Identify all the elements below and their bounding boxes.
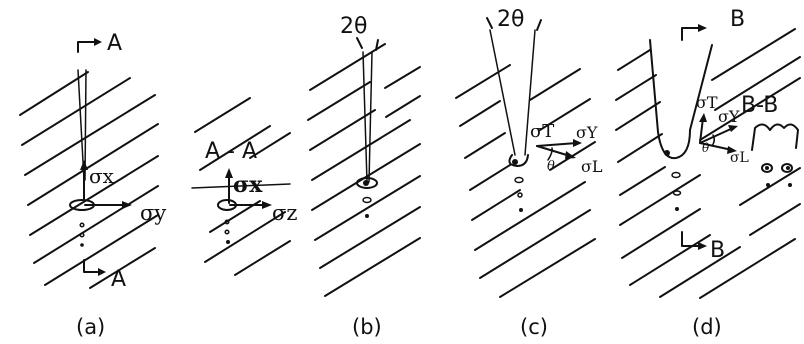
panel-a-section-void — [224, 229, 230, 235]
panel-a-sigma-x-arrowhead — [80, 160, 88, 170]
panel-a-section-arrow-top — [94, 38, 102, 46]
panel-c-theta-arc — [547, 147, 553, 161]
panel-d-section-void-right — [781, 163, 793, 173]
panel-d-section-void-dot — [786, 166, 790, 170]
panel-c-crack-tip-dot — [512, 159, 518, 165]
panel-d-section-arrow-top — [698, 24, 707, 32]
panel-a-section-void — [226, 240, 230, 244]
panel-d-caption: (d) — [692, 315, 722, 339]
panel-d-section-mark-bottom — [681, 231, 701, 247]
panel-b-caption: (b) — [352, 315, 382, 339]
panel-c-theta-label: θ — [547, 159, 555, 174]
panel-d-sigma-l-arrowhead — [727, 146, 737, 154]
panel-d-section-void-dot — [765, 166, 769, 170]
panel-d: B B σT σY σL θ B-B (d) — [615, 7, 801, 339]
panel-d-sigma-y-arrowhead — [728, 125, 738, 132]
panel-a-crack — [77, 69, 87, 181]
panel-a-section-line — [191, 183, 291, 189]
panel-c-sigma-l-label: σL — [581, 157, 603, 176]
panel-b-angle-label: 2θ — [340, 14, 367, 39]
panel-a-section-label-top: A — [107, 31, 122, 56]
panel-a-section-sigma-x-arrowhead — [225, 168, 233, 178]
panel-b-crack-tip — [356, 177, 378, 189]
panel-c-void — [519, 208, 523, 212]
panel-a-section-arrow-bottom — [98, 268, 106, 276]
panel-a-section-mark-top — [77, 41, 97, 53]
panel-d-sigma-t-arrow — [699, 117, 704, 144]
panel-c-angle-mark-right — [536, 19, 542, 31]
panel-d-blunted-crack — [649, 39, 713, 160]
panel-a-caption: (a) — [76, 315, 105, 339]
panel-a-section-title: A - A — [205, 139, 257, 164]
panel-c-sigma-y-arrow — [536, 142, 578, 147]
panel-a-sigma-y-label: σy — [140, 201, 166, 225]
panel-d-section-view: B-B — [741, 93, 799, 187]
panel-c-sigma-y-arrowhead — [573, 139, 582, 147]
panel-b-crack — [362, 51, 373, 183]
panel-a-sigma-x-label: σx — [89, 164, 115, 188]
panel-b-angle-mark-left — [356, 37, 363, 49]
panel-d-sigma-y-arrow — [699, 127, 734, 144]
panel-d-sigma-l-label: σL — [730, 150, 749, 166]
panel-d-void — [671, 171, 681, 179]
panel-d-sigma-l-arrow — [699, 142, 733, 151]
panel-b-void — [362, 196, 372, 204]
panel-c-angle-mark-left — [486, 17, 493, 29]
panel-c-crack — [489, 29, 536, 156]
panel-d-sigma-t-arrowhead — [699, 113, 707, 122]
panel-c-sigma-l-arrow — [536, 145, 571, 157]
panel-a-void — [80, 243, 84, 247]
panel-a-section-mark-bottom — [83, 259, 101, 273]
panel-a: σx σy A A A - A σx — [19, 31, 297, 339]
panel-c: 2θ σT σY σL θ (c) — [455, 7, 603, 339]
panel-d-section-void-left — [761, 163, 773, 173]
panel-d-sigma-t-label: σT — [696, 93, 718, 112]
panel-c-sigma-y-label: σY — [576, 123, 598, 142]
panel-d-void — [675, 207, 679, 211]
panel-a-section-void — [224, 219, 230, 225]
panel-c-hatching — [455, 64, 596, 298]
panel-a-section-view: A - A σx σz — [191, 97, 297, 276]
panel-b-angle-mark-right — [375, 39, 379, 51]
panel-b: 2θ (b) — [307, 14, 421, 339]
panel-a-void — [79, 232, 85, 238]
panel-b-void — [365, 214, 369, 218]
panel-a-section-sigma-z-label: σz — [272, 201, 297, 225]
panel-d-section-mark-top — [681, 27, 701, 41]
panel-c-caption: (c) — [520, 315, 548, 339]
panel-d-void — [672, 190, 682, 196]
panel-d-section-void-dot — [766, 183, 770, 187]
panel-c-void — [514, 176, 524, 184]
panel-c-angle-label: 2θ — [497, 7, 524, 32]
panel-d-section-title: B-B — [741, 93, 778, 118]
panel-d-hatching — [615, 28, 801, 299]
panel-a-hatching — [19, 71, 159, 289]
panel-d-section-void-dot — [788, 183, 792, 187]
panel-d-sigma-y-label: σY — [718, 107, 740, 126]
panel-c-void — [517, 192, 523, 198]
panel-d-theta-arc — [711, 134, 716, 147]
panel-c-sigma-t-label: σT — [530, 121, 554, 142]
panel-a-section-sigma-x-label: σx — [233, 172, 263, 198]
panel-d-section-arrow-bottom — [698, 242, 707, 250]
panel-d-theta-label: θ — [702, 141, 710, 155]
panel-a-sigma-y-arrowhead — [122, 201, 132, 209]
panel-d-crack-tip-dot — [664, 150, 670, 156]
panel-c-crack-tip — [508, 154, 529, 167]
panel-d-section-profile — [751, 123, 799, 151]
panel-d-section-label-bottom: B — [710, 238, 725, 263]
panel-a-void — [79, 222, 85, 228]
panel-a-section-label-bottom: A — [111, 267, 126, 292]
panel-d-section-label-top: B — [730, 7, 745, 32]
panel-a-section-sigma-z-arrowhead — [262, 201, 272, 209]
panel-c-sigma-l-arrowhead — [565, 151, 576, 159]
panel-b-crack-tip-dot — [363, 180, 369, 186]
